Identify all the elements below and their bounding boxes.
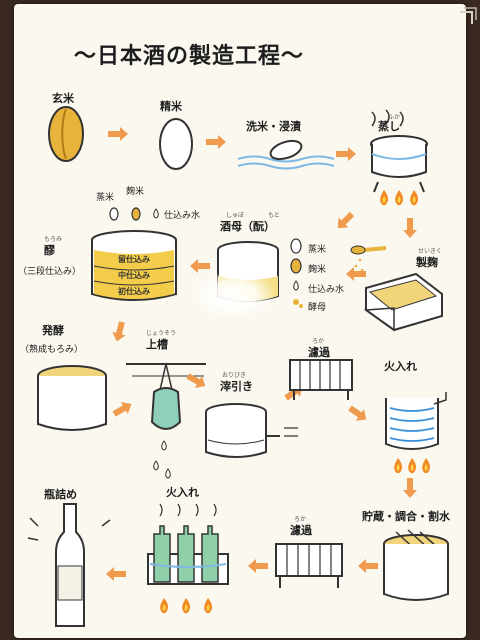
ruby-shubo-2: もと (268, 212, 280, 219)
koji-making-icon (350, 245, 443, 332)
arrow-icon (403, 218, 417, 238)
arrow-icon (110, 397, 135, 421)
flame-icon (394, 458, 402, 474)
storage-tank-icon (383, 529, 449, 601)
label-seimai: 精米 (160, 100, 182, 113)
label-joso: 上槽 (146, 338, 168, 351)
brewing-process-poster: 〜日本酒の製造工程〜 玄米 精米 洗米・浸漬 ふか 蒸し せいきく 製麹 しゅぼ… (14, 4, 466, 638)
filter-frame-icon (275, 543, 343, 588)
arrow-icon (110, 320, 129, 344)
moromi-tank-icon (91, 230, 177, 301)
flame-icon (380, 190, 388, 206)
shubo-inputs-icons (290, 238, 303, 308)
brown-rice-icon (48, 106, 84, 162)
arrow-icon (345, 402, 371, 426)
filter-frame-icon (289, 359, 353, 400)
label-moromi: 醪 (44, 244, 55, 257)
flame-icon (204, 598, 212, 614)
oribiki-tank-icon (205, 403, 298, 458)
moromi-stage-tome: 留仕込み (118, 255, 150, 264)
shubo-input-water: 仕込み水 (308, 285, 345, 295)
pressing-bag-icon (126, 363, 206, 479)
label-hiire-2: 火入れ (166, 486, 199, 499)
ruby-mushi: ふか (388, 114, 401, 121)
flame-icon (395, 190, 403, 206)
label-shubo: 酒母（酛） (220, 220, 275, 233)
label-chozo: 貯蔵・調合・割水 (362, 510, 450, 523)
label-hiire-1: 火入れ (384, 360, 417, 373)
flame-icon (422, 458, 430, 474)
moromi-stage-hatsu: 初仕込み (118, 287, 150, 296)
ruby-roka-2: ろか (294, 516, 307, 523)
label-roka-1: 濾過 (308, 346, 330, 359)
arrow-icon (206, 135, 226, 149)
steamer-icon (370, 109, 428, 206)
label-mushi: 蒸し (378, 120, 400, 133)
moromi-input-steamed-rice: 蒸米 (96, 193, 115, 203)
label-hakko: 発酵 (42, 324, 64, 337)
flame-icon (410, 190, 418, 206)
ruby-oribiki: おりびき (222, 372, 247, 379)
arrow-icon (108, 127, 128, 141)
arrow-icon (336, 147, 356, 161)
shubo-tank-icon (217, 241, 279, 302)
label-moromi-sub: （三段仕込み） (18, 267, 82, 277)
ruby-joso: じょうそう (146, 330, 177, 337)
bottle-pasteurizing-icon (147, 503, 229, 614)
shubo-input-koji-rice: 麹米 (308, 265, 327, 275)
arrow-icon (403, 478, 417, 498)
ruby-roka-1: ろか (312, 338, 325, 345)
label-genmai: 玄米 (52, 92, 74, 105)
shubo-input-yeast: 酵母 (308, 303, 327, 313)
ruby-seikiku: せいきく (418, 248, 443, 255)
arrow-icon (346, 267, 366, 281)
moromi-inputs-icons (109, 207, 159, 221)
washing-rice-icon (237, 139, 335, 170)
arrow-icon (106, 567, 126, 581)
process-diagram (27, 106, 449, 627)
flame-icon (182, 598, 190, 614)
page-title: 〜日本酒の製造工程〜 (74, 44, 305, 69)
moromi-input-koji-rice: 麹米 (126, 187, 145, 197)
moromi-input-water: 仕込み水 (164, 211, 201, 221)
flame-icon (408, 458, 416, 474)
label-seikiku: 製麹 (416, 256, 438, 269)
bottle-icon (27, 503, 111, 627)
arrow-icon (190, 259, 210, 273)
fermentation-tank-icon (37, 365, 107, 431)
arrow-icon (248, 559, 268, 573)
pasteurizer-icon (385, 392, 447, 474)
shubo-input-steamed-rice: 蒸米 (308, 245, 327, 255)
flame-icon (160, 598, 168, 614)
corner-clip-icon (460, 7, 477, 24)
label-roka-2: 濾過 (290, 524, 312, 537)
moromi-stage-naka: 中仕込み (118, 271, 150, 280)
label-hakko-sub: （熟成もろみ） (20, 345, 84, 355)
ruby-shubo-1: しゅぼ (226, 212, 245, 219)
label-senmai: 洗米・浸漬 (246, 120, 301, 133)
arrow-icon (184, 369, 209, 393)
arrow-icon (358, 559, 378, 573)
label-binzume: 瓶詰め (44, 488, 77, 501)
label-oribiki: 滓引き (220, 380, 253, 393)
polished-rice-icon (159, 118, 193, 170)
ruby-moromi: もろみ (44, 236, 63, 243)
arrow-icon (332, 209, 357, 234)
